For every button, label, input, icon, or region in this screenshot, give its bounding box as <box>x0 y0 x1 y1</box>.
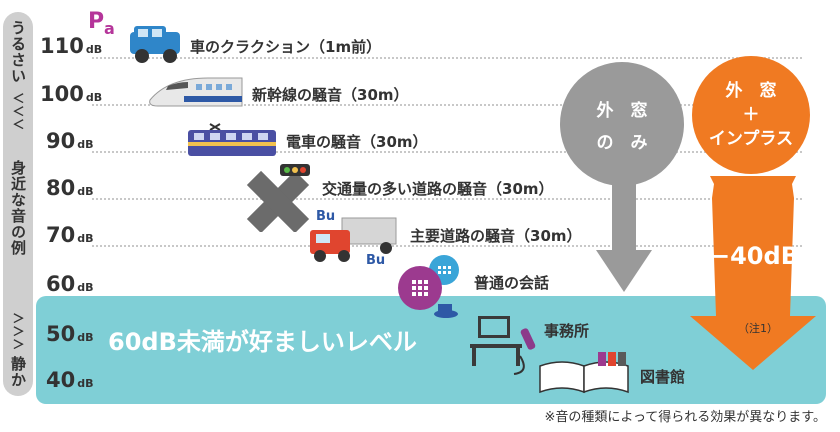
traffic-intersection-icon <box>246 164 310 232</box>
outer-window-line2: の み <box>596 133 648 153</box>
guide-line <box>92 198 802 200</box>
outer-window-arrow <box>596 176 652 292</box>
train-icon <box>188 123 276 156</box>
example-busy-road: 交通量の多い道路の騒音（30m） <box>322 180 554 198</box>
loud-arrows: ＜＜＜ <box>11 92 25 131</box>
svg-text:P: P <box>88 9 104 34</box>
outer-window-only-badge: 外 窓 の み <box>560 62 684 186</box>
outer-plus-inplus-badge: 外 窓 ＋ インプラス <box>692 56 810 174</box>
example-conversation: 普通の会話 <box>474 274 550 292</box>
loud-label: うるさい <box>9 20 27 84</box>
footnote: ※音の種類によって得られる効果が異なります。 <box>544 410 826 425</box>
preferred-level-caption: 60dB未満が好ましいレベル <box>108 328 417 356</box>
preferred-level-zone <box>36 296 826 404</box>
inplus-line3: インプラス <box>708 129 794 149</box>
reduction-value: −40dB <box>710 242 799 270</box>
outer-window-line1: 外 窓 <box>596 101 648 121</box>
svg-text:Bu: Bu <box>316 209 335 224</box>
guide-line <box>92 151 802 153</box>
truck-icon: Bu Bu <box>310 209 397 268</box>
examples-label: 身近な音の例 <box>9 160 27 256</box>
office-desk-icon <box>470 316 536 375</box>
inplus-line1: 外 窓 <box>725 81 777 101</box>
quiet-arrows: ＞＞＞ <box>11 312 25 351</box>
library-books-icon <box>539 352 629 394</box>
example-library: 図書館 <box>640 368 686 386</box>
example-main-road: 主要道路の騒音（30m） <box>410 227 582 245</box>
inplus-arrow <box>690 176 816 370</box>
svg-text:Bu: Bu <box>366 253 385 268</box>
svg-text:a: a <box>104 19 115 38</box>
example-shinkansen: 新幹線の騒音（30m） <box>252 86 409 104</box>
example-train: 電車の騒音（30m） <box>286 133 428 151</box>
speech-bubbles-icon <box>398 255 459 318</box>
inplus-line2: ＋ <box>742 105 760 125</box>
shinkansen-icon <box>149 77 243 107</box>
guide-line <box>92 104 802 106</box>
scale-bar: うるさい ＜＜＜ 身近な音の例 ＞＞＞ 静か <box>3 12 33 396</box>
example-office: 事務所 <box>544 322 590 340</box>
note-reference: （注1） <box>738 322 778 335</box>
quiet-label: 静か <box>9 356 27 388</box>
car-horn-icon: P a <box>88 9 180 63</box>
guide-line <box>92 57 802 59</box>
example-car-horn: 車のクラクション（1m前） <box>190 38 382 56</box>
guide-line <box>92 245 802 247</box>
